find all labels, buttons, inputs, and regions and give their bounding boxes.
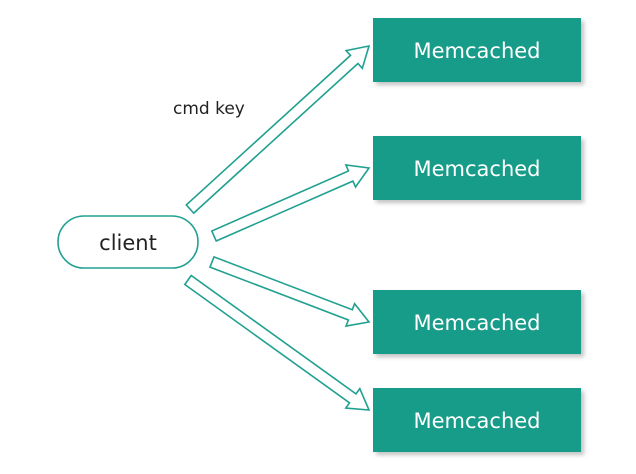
server-label: Memcached <box>413 311 540 335</box>
server-box <box>373 388 581 452</box>
arrow-to-server-2 <box>210 164 371 243</box>
arrow-to-server-1 <box>185 44 371 215</box>
client-shape <box>57 215 199 269</box>
server-node-2: Memcached <box>373 136 581 200</box>
client-node: client <box>57 215 199 269</box>
arrow-to-server-4 <box>183 274 371 411</box>
server-label: Memcached <box>413 39 540 63</box>
server-node-4: Memcached <box>373 388 581 452</box>
server-node-3: Memcached <box>373 290 581 354</box>
client-label: client <box>99 231 157 255</box>
server-label: Memcached <box>413 157 540 181</box>
server-box <box>373 290 581 354</box>
server-node-1: Memcached <box>373 18 581 82</box>
arrow-label: cmd key <box>173 99 245 119</box>
server-box <box>373 136 581 200</box>
server-label: Memcached <box>413 409 540 433</box>
arrows <box>183 44 371 411</box>
arrow-to-server-3 <box>208 255 371 328</box>
server-box <box>373 18 581 82</box>
